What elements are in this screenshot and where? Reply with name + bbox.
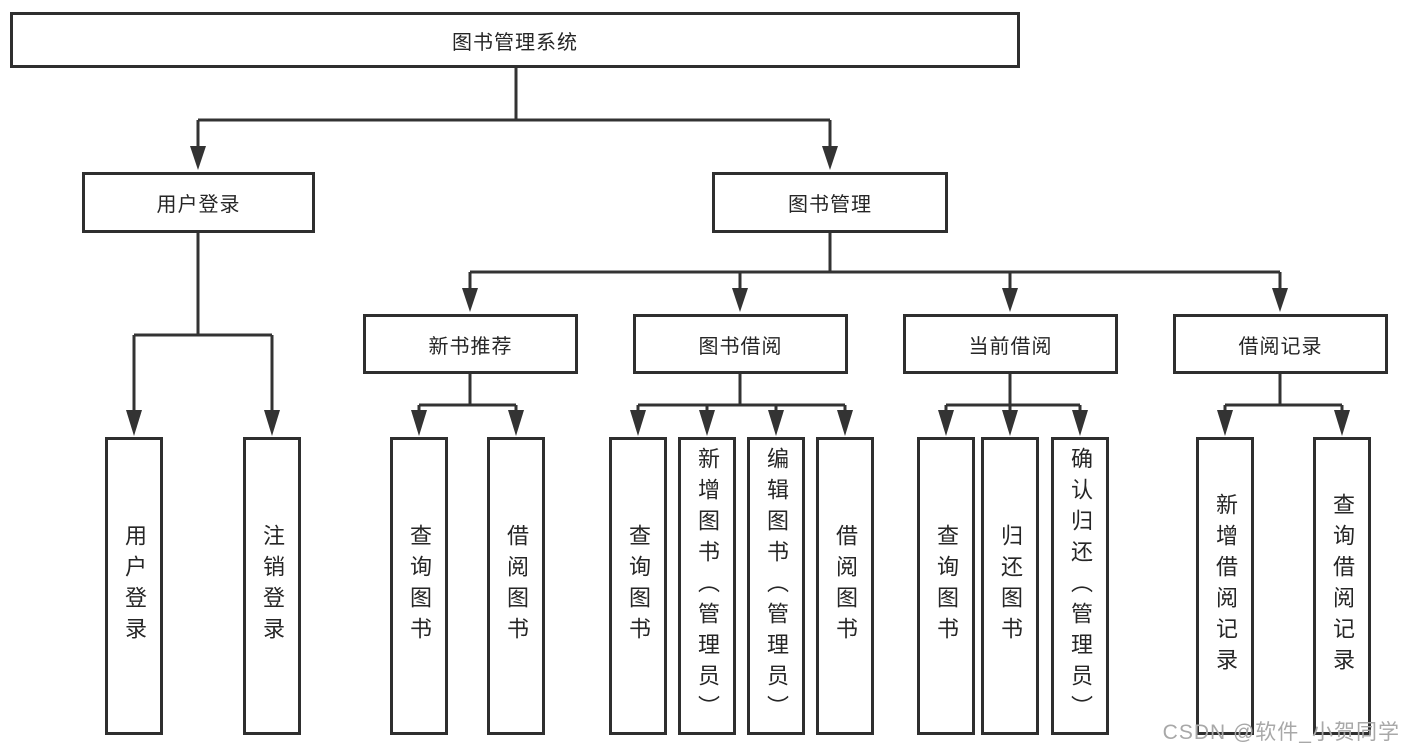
node-borrow-record: 借阅记录 <box>1173 314 1388 374</box>
leaf-newbook-borrow: 借阅图书 <box>487 437 545 735</box>
node-new-book-recommend: 新书推荐 <box>363 314 578 374</box>
leaf-borrow-query: 查询图书 <box>609 437 667 735</box>
node-borrow-record-label: 借阅记录 <box>1238 335 1323 358</box>
leaf-logout: 注销登录 <box>243 437 301 735</box>
leaf-record-add: 新增借阅记录 <box>1196 437 1254 735</box>
leaf-newbook-borrow-label: 借阅图书 <box>504 524 529 648</box>
node-book-borrow: 图书借阅 <box>633 314 848 374</box>
leaf-newbook-query-label: 查询图书 <box>407 524 432 648</box>
leaf-current-confirm-admin-label: 确认归还（管理员） <box>1068 446 1093 726</box>
node-user-login-label: 用户登录 <box>156 194 241 216</box>
leaf-user-login-label: 用户登录 <box>122 524 147 648</box>
connector-root-rail <box>196 68 832 148</box>
leaf-current-return-label: 归还图书 <box>998 524 1023 648</box>
node-user-login: 用户登录 <box>82 172 315 233</box>
leaf-record-add-label: 新增借阅记录 <box>1213 493 1238 679</box>
leaf-borrow-borrow-label: 借阅图书 <box>833 524 858 648</box>
leaf-current-query-label: 查询图书 <box>934 524 959 648</box>
leaf-current-confirm-admin: 确认归还（管理员） <box>1051 437 1109 735</box>
leaf-borrow-borrow: 借阅图书 <box>816 437 874 735</box>
leaf-borrow-add-admin-label: 新增图书（管理员） <box>695 446 720 726</box>
leaf-borrow-edit-admin-label: 编辑图书（管理员） <box>764 446 789 726</box>
connector-userlogin-rail <box>132 233 274 412</box>
node-book-management: 图书管理 <box>712 172 948 233</box>
node-root-label: 图书管理系统 <box>452 31 578 54</box>
leaf-logout-label: 注销登录 <box>260 524 285 648</box>
node-root: 图书管理系统 <box>10 12 1020 68</box>
arrowheads <box>126 146 1350 436</box>
connector-leaf-rails <box>417 374 1344 412</box>
leaf-record-query: 查询借阅记录 <box>1313 437 1371 735</box>
leaf-user-login: 用户登录 <box>105 437 163 735</box>
leaf-newbook-query: 查询图书 <box>390 437 448 735</box>
node-new-book-recommend-label: 新书推荐 <box>428 335 513 358</box>
node-current-borrow: 当前借阅 <box>903 314 1118 374</box>
leaf-current-return: 归还图书 <box>981 437 1039 735</box>
watermark: CSDN @软件_小贺同学 <box>1162 721 1400 744</box>
connector-bookmgmt-rail <box>468 233 1282 290</box>
leaf-borrow-edit-admin: 编辑图书（管理员） <box>747 437 805 735</box>
leaf-record-query-label: 查询借阅记录 <box>1330 493 1355 679</box>
node-book-borrow-label: 图书借阅 <box>698 335 783 358</box>
leaf-borrow-add-admin: 新增图书（管理员） <box>678 437 736 735</box>
leaf-borrow-query-label: 查询图书 <box>626 524 651 648</box>
leaf-current-query: 查询图书 <box>917 437 975 735</box>
node-book-management-label: 图书管理 <box>788 194 872 216</box>
node-current-borrow-label: 当前借阅 <box>968 335 1053 358</box>
